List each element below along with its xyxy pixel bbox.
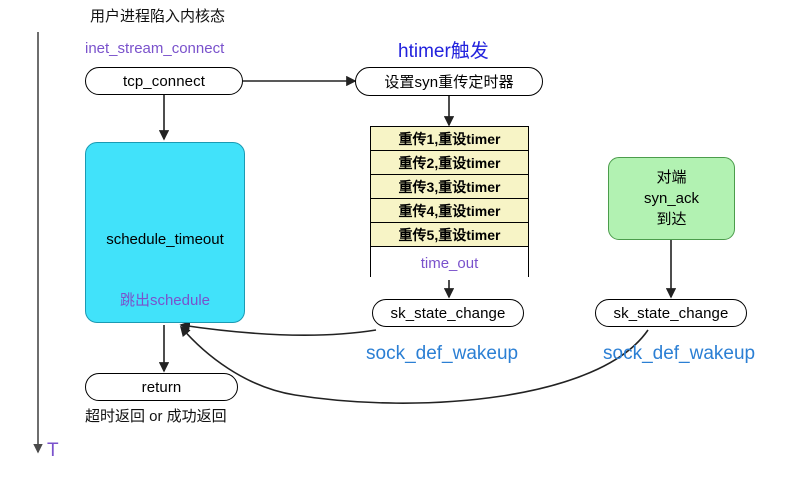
node-tcp-connect-label: tcp_connect xyxy=(123,72,205,90)
edge-wakeup-right-curve xyxy=(179,325,649,404)
sock-def-wakeup-left-label: sock_def_wakeup xyxy=(366,343,519,364)
retransmit-table: 重传1,重设timer 重传2,重设timer 重传3,重设timer 重传4,… xyxy=(370,126,529,280)
table-row: 重传2,重设timer xyxy=(371,151,528,175)
edge-wakeup-left-curve xyxy=(179,321,377,337)
inet-stream-connect-label: inet_stream_connect xyxy=(85,40,225,57)
table-row-timeout: time_out xyxy=(371,247,528,280)
table-row: 重传1,重设timer xyxy=(371,127,528,151)
table-row: 重传4,重设timer xyxy=(371,199,528,223)
htimer-trigger-label: htimer触发 xyxy=(398,41,489,62)
kernel-mode-note: 用户进程陷入内核态 xyxy=(90,8,226,25)
jump-out-schedule-label: 跳出schedule xyxy=(119,292,211,309)
table-row: 重传5,重设timer xyxy=(371,223,528,247)
node-peer-syn-ack-arrive[interactable]: 对端 syn_ack 到达 xyxy=(608,157,735,240)
node-sk-state-change-right[interactable]: sk_state_change xyxy=(595,299,747,327)
node-set-syn-retrans-timer[interactable]: 设置syn重传定时器 xyxy=(355,67,543,96)
node-schedule-timeout[interactable]: schedule_timeout 跳出schedule xyxy=(85,142,245,323)
table-row: 重传3,重设timer xyxy=(371,175,528,199)
node-peer-line-2: syn_ack xyxy=(643,189,700,207)
node-return[interactable]: return xyxy=(85,373,238,401)
node-tcp-connect[interactable]: tcp_connect xyxy=(85,67,243,95)
node-peer-line-3: 到达 xyxy=(656,211,687,229)
node-peer-line-1: 对端 xyxy=(656,168,687,186)
node-sk-state-change-left[interactable]: sk_state_change xyxy=(372,299,524,327)
node-return-label: return xyxy=(141,378,182,396)
node-sk-state-change-right-label: sk_state_change xyxy=(613,304,729,322)
node-sk-state-change-left-label: sk_state_change xyxy=(390,304,506,322)
return-reason-label: 超时返回 or 成功返回 xyxy=(85,408,227,425)
node-set-syn-retrans-timer-label: 设置syn重传定时器 xyxy=(384,74,514,91)
node-schedule-timeout-label: schedule_timeout xyxy=(106,231,224,248)
time-axis-label: T xyxy=(47,440,59,461)
sock-def-wakeup-right-label: sock_def_wakeup xyxy=(603,343,756,364)
